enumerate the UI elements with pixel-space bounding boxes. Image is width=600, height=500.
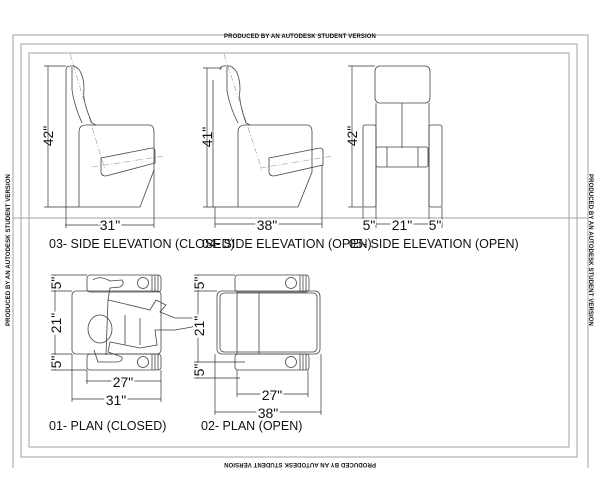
dim-inner: 27" xyxy=(113,374,134,390)
view-title: 03- SIDE ELEVATION (CLOSED) xyxy=(49,237,235,251)
plan-closed: 5" 21" 5" 27" 31" 01- PLAN (CLOSED) xyxy=(46,274,198,433)
cup-holder-icon xyxy=(285,277,297,289)
dim-seat: 21" xyxy=(392,217,413,233)
side-elevation-open: 41" 38" 04- SIDE ELEVATION (OPEN) xyxy=(199,53,372,251)
dim-seat: 21" xyxy=(191,316,207,337)
view-title: 01- PLAN (CLOSED) xyxy=(49,419,166,433)
dim-overall: 38" xyxy=(258,405,279,421)
watermark-right: PRODUCED BY AN AUTODESK STUDENT VERSION xyxy=(587,174,593,326)
dim-arm-bottom: 5" xyxy=(48,356,64,369)
dim-height: 42" xyxy=(40,126,56,147)
cup-holder-icon xyxy=(137,356,149,368)
front-elevation: 42" 5" 21" 5" 05- SIDE ELEVATION (OPEN) xyxy=(344,65,519,251)
watermark-bottom: PRODUCED BY AN AUTODESK STUDENT VERSION xyxy=(224,461,376,467)
dim-arm-top: 5" xyxy=(48,277,64,290)
plan-open: 5" 21" 5" 27" 38" 02- PLAN (OPEN) xyxy=(189,274,322,433)
side-elevation-closed: 42" 31" 03- SIDE ELEVATION (CLOSED) xyxy=(40,53,235,251)
dim-width: 38" xyxy=(257,217,278,233)
drawing-frame xyxy=(12,34,589,468)
person-figure-icon xyxy=(87,277,198,363)
outer-frame-top xyxy=(12,34,589,219)
dim-arm-top: 5" xyxy=(191,277,207,290)
cup-holder-icon xyxy=(285,356,297,368)
dim-arm-bottom: 5" xyxy=(191,364,207,377)
dim-inner: 27" xyxy=(262,387,283,403)
dim-height: 41" xyxy=(199,127,215,148)
border-frame xyxy=(20,43,578,458)
view-title: 04- SIDE ELEVATION (OPEN) xyxy=(202,237,372,251)
watermark-left: PRODUCED BY AN AUTODESK STUDENT VERSION xyxy=(6,174,12,326)
cup-holder-icon xyxy=(137,277,149,289)
dim-seat: 21" xyxy=(48,313,64,334)
view-title: 02- PLAN (OPEN) xyxy=(201,419,302,433)
dim-arm-right: 5" xyxy=(429,217,442,233)
dim-height: 42" xyxy=(344,126,360,147)
view-title: 05- SIDE ELEVATION (OPEN) xyxy=(349,237,519,251)
dim-overall: 31" xyxy=(106,392,127,408)
dim-width: 31" xyxy=(100,217,121,233)
dim-arm-left: 5" xyxy=(363,217,376,233)
inner-frame xyxy=(28,52,570,448)
watermark-top: PRODUCED BY AN AUTODESK STUDENT VERSION xyxy=(224,34,376,40)
